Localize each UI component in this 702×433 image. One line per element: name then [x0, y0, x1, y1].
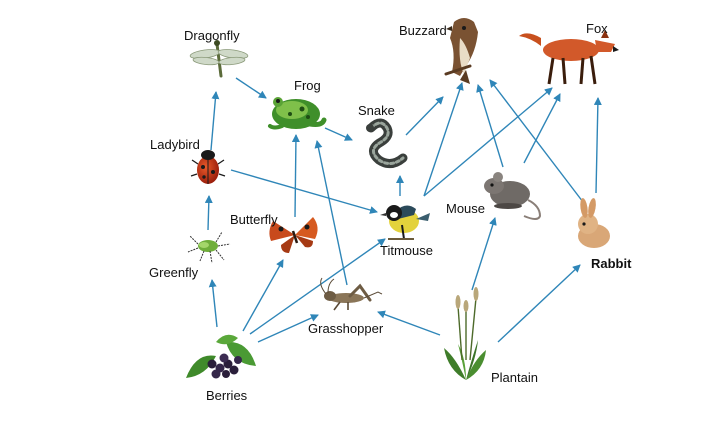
label-rabbit: Rabbit	[591, 256, 632, 271]
arrow-titmouse-to-fox	[423, 87, 553, 197]
arrow-frog-to-snake	[324, 127, 353, 141]
arrow-plantain-to-grasshopper	[377, 310, 441, 336]
fox-icon	[519, 30, 619, 85]
label-dragonfly: Dragonfly	[184, 28, 240, 43]
label-ladybird: Ladybird	[150, 137, 200, 152]
arrow-berries-to-greenfly	[208, 279, 218, 328]
label-greenfly: Greenfly	[149, 265, 199, 280]
arrow-berries-to-titmouse	[249, 238, 386, 335]
label-mouse: Mouse	[446, 201, 486, 216]
label-plantain: Plantain	[491, 370, 538, 385]
label-frog: Frog	[294, 78, 321, 93]
arrow-snake-to-buzzard	[405, 96, 444, 136]
arrow-rabbit-to-buzzard	[489, 79, 584, 203]
label-berries: Berries	[206, 388, 248, 403]
plantain-icon	[444, 287, 486, 380]
titmouse-icon	[380, 205, 430, 240]
arrow-berries-to-grasshopper	[257, 314, 319, 343]
arrow-plantain-to-mouse	[471, 217, 497, 291]
label-snake: Snake	[358, 103, 395, 118]
arrow-rabbit-to-fox	[593, 97, 602, 194]
label-grasshopper: Grasshopper	[308, 321, 384, 336]
label-butterfly: Butterfly	[230, 212, 278, 227]
mouse-icon	[484, 172, 542, 220]
arrow-grasshopper-to-frog	[314, 140, 348, 286]
buzzard-icon	[444, 18, 478, 84]
label-titmouse: Titmouse	[380, 243, 433, 258]
arrow-plantain-to-rabbit	[497, 264, 581, 343]
arrow-titmouse-to-buzzard	[423, 82, 464, 197]
arrow-dragonfly-to-frog	[235, 77, 267, 99]
arrow-berries-to-butterfly	[242, 259, 284, 332]
label-buzzard: Buzzard	[399, 23, 447, 38]
label-fox: Fox	[586, 21, 608, 36]
feeding-arrows	[204, 77, 602, 343]
frog-icon	[268, 97, 327, 130]
arrow-mouse-to-buzzard	[476, 84, 504, 168]
arrow-greenfly-to-ladybird	[204, 195, 213, 231]
arrow-ladybird-to-titmouse	[230, 169, 378, 214]
berries-icon	[186, 334, 256, 379]
ladybird-icon	[190, 150, 226, 184]
rabbit-icon	[578, 198, 610, 248]
greenfly-icon	[187, 231, 231, 264]
arrow-butterfly-to-frog	[291, 134, 300, 218]
grasshopper-icon	[320, 277, 383, 311]
butterfly-icon	[269, 217, 318, 253]
snake-icon	[366, 118, 408, 168]
dragonfly-icon	[189, 40, 249, 78]
arrow-mouse-to-fox	[523, 93, 561, 164]
arrow-ladybird-to-dragonfly	[210, 91, 220, 151]
